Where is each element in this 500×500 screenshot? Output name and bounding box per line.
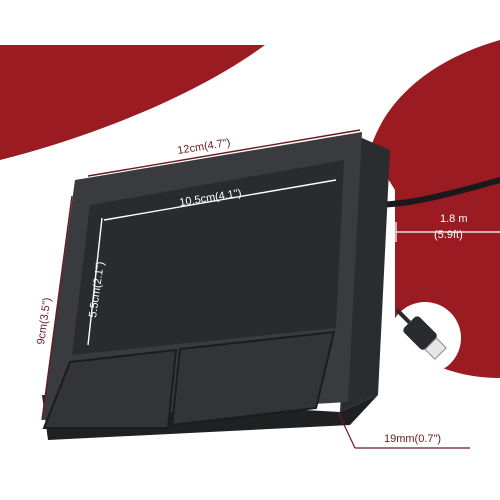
outer-width-line <box>87 129 361 177</box>
outer-height-line <box>41 195 73 421</box>
thickness-label: 19mm(0.7") <box>384 433 441 445</box>
outer-height-label: 9cm(3.5") <box>35 297 53 346</box>
touch-surface <box>72 160 344 355</box>
cable-length-ft: (5.9ft) <box>434 229 463 241</box>
right-click-button <box>170 330 336 427</box>
surface-height-line <box>87 217 103 346</box>
surface-width-line <box>103 179 337 221</box>
usb-plug-icon <box>395 308 447 360</box>
cable-length-m: 1.8 m <box>440 213 468 225</box>
background-accent-left <box>0 0 265 160</box>
thickness-line <box>337 411 356 449</box>
background-accent-right <box>370 40 500 378</box>
left-click-button <box>42 348 178 429</box>
outer-width-label: 12cm(4.7") <box>177 137 232 157</box>
